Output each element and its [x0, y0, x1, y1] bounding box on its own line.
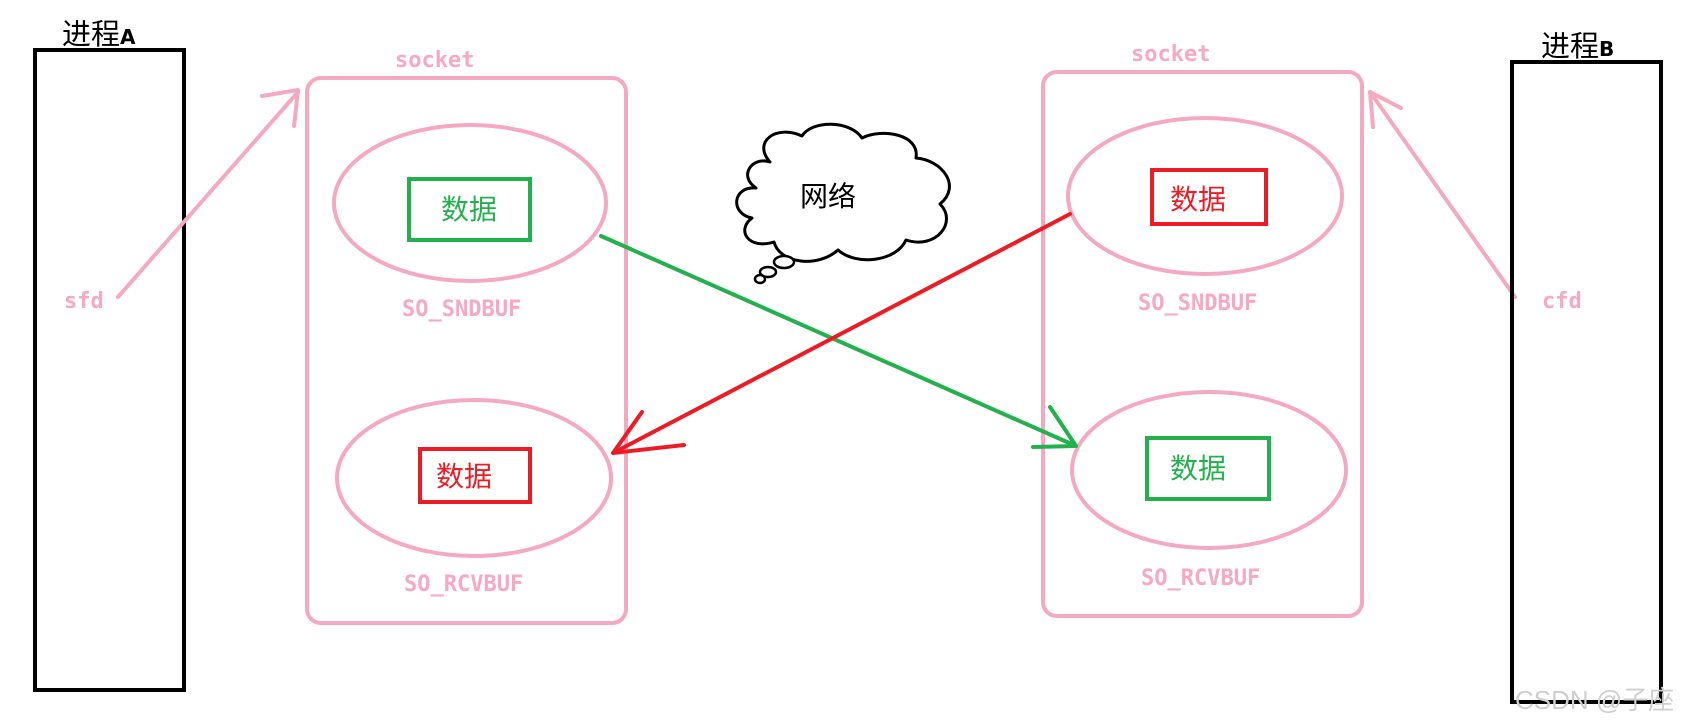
socket-b-send-buffer-label: SO_SNDBUF [1138, 291, 1257, 316]
socket-a-recv-buffer [335, 398, 613, 558]
socket-a-box [305, 76, 628, 625]
socket-b-title: socket [1131, 42, 1210, 67]
sfd-to-socket-a-arrow [116, 88, 300, 299]
socket-a-recv-buffer-label: SO_RCVBUF [404, 572, 523, 597]
watermark: CSDN @子座 [1515, 685, 1674, 715]
process-a-title: 进程A [62, 17, 136, 51]
green-transfer-arrow [599, 234, 1078, 449]
socket-a-title: socket [395, 48, 474, 73]
network-cloud: 网络 [735, 122, 951, 285]
socket-b: socket 数据 SO_SNDBUF 数据 SO_RCVBUF [1041, 42, 1364, 618]
process-b-fd-label: cfd [1542, 289, 1582, 314]
process-b-box [1510, 60, 1663, 704]
socket-b-box [1041, 70, 1364, 618]
process-b-title: 进程B [1541, 29, 1614, 63]
socket-a-send-buffer-label: SO_SNDBUF [402, 297, 521, 322]
process-a: 进程A sfd [33, 17, 186, 692]
socket-b-send-data-label: 数据 [1170, 183, 1226, 216]
cfd-to-socket-b-arrow [1368, 90, 1517, 299]
socket-b-recv-buffer-label: SO_RCVBUF [1141, 566, 1260, 591]
socket-a-send-buffer [332, 123, 608, 283]
socket-b-send-buffer [1066, 116, 1344, 276]
socket-a-recv-data-label: 数据 [436, 460, 492, 493]
socket-a: socket 数据 SO_SNDBUF 数据 SO_RCVBUF [305, 48, 628, 625]
socket-b-recv-data-box [1145, 436, 1271, 501]
socket-b-recv-data-label: 数据 [1170, 452, 1226, 485]
socket-b-recv-buffer [1070, 390, 1348, 550]
socket-a-send-data-label: 数据 [441, 193, 497, 226]
socket-b-send-data-box [1150, 168, 1268, 226]
socket-a-send-data-box [407, 177, 532, 242]
process-a-fd-label: sfd [64, 289, 104, 314]
red-transfer-arrow [611, 212, 1072, 455]
network-label: 网络 [800, 180, 856, 213]
process-a-box [33, 48, 186, 692]
process-b: 进程B cfd [1510, 29, 1663, 704]
socket-a-recv-data-box [418, 447, 532, 504]
